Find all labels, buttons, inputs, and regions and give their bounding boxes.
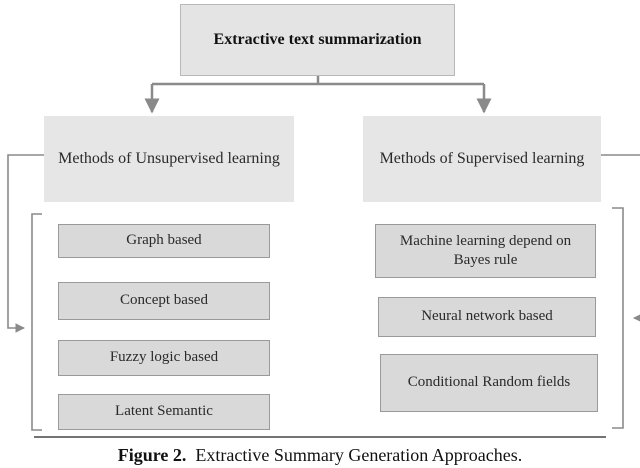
unsupervised-methods-node: Methods of Unsupervised learning [44, 116, 294, 202]
figure-caption: Figure 2. Extractive Summary Generation … [0, 445, 640, 466]
unsupervised-item-concept: Concept based [58, 282, 270, 320]
leaf-label: Conditional Random fields [407, 374, 571, 391]
unsupervised-item-latent: Latent Semantic [58, 394, 270, 430]
supervised-item-neural: Neural network based [378, 297, 596, 337]
leaf-label: Latent Semantic [115, 403, 213, 420]
supervised-label: Methods of Supervised learning [379, 149, 585, 167]
leaf-label: Machine learning depend on Bayes rule [399, 232, 572, 269]
unsupervised-bracket [31, 213, 42, 431]
supervised-item-bayes: Machine learning depend on Bayes rule [375, 224, 596, 278]
caption-text: Extractive Summary Generation Approaches… [195, 445, 523, 465]
leaf-label: Neural network based [421, 308, 553, 325]
unsupervised-item-graph: Graph based [58, 224, 270, 258]
supervised-methods-node: Methods of Supervised learning [363, 116, 601, 202]
supervised-item-crf: Conditional Random fields [380, 354, 598, 412]
unsupervised-item-fuzzy: Fuzzy logic based [58, 340, 270, 376]
leaf-label: Fuzzy logic based [109, 349, 219, 366]
supervised-bracket [612, 207, 624, 429]
caption-label: Figure 2. [117, 445, 187, 465]
unsupervised-side-connector [7, 154, 44, 333]
root-label: Extractive text summarization [213, 30, 422, 48]
unsupervised-label: Methods of Unsupervised learning [58, 149, 280, 167]
leaf-label: Concept based [120, 292, 208, 309]
root-node: Extractive text summarization [180, 4, 455, 76]
leaf-label: Graph based [126, 232, 202, 249]
